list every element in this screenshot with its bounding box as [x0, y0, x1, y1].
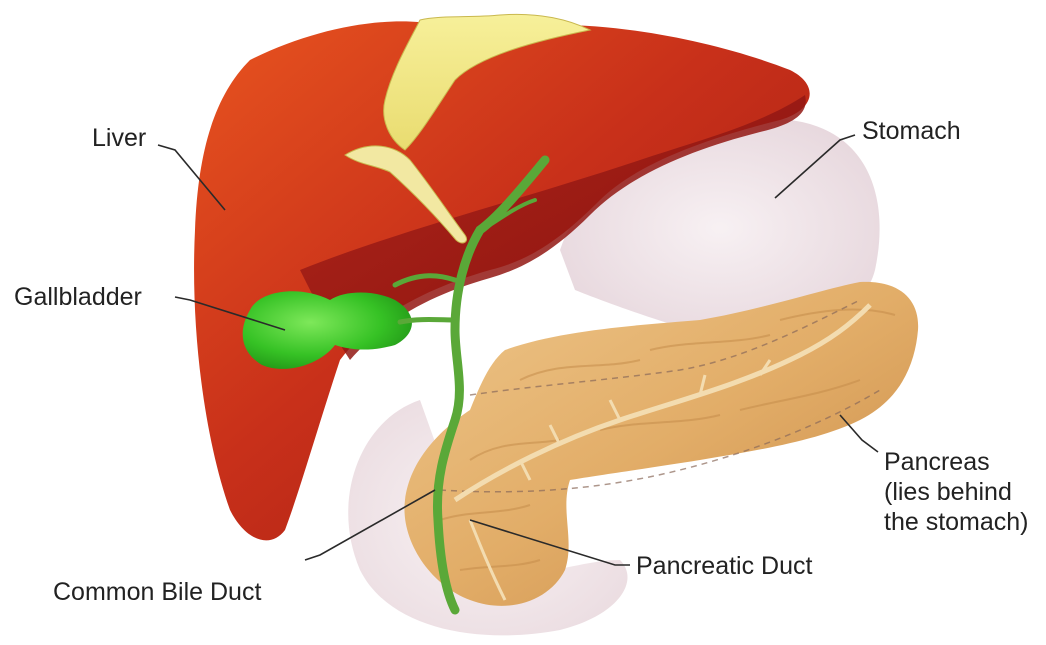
label-pancreas-note-1: (lies behind	[884, 478, 1012, 506]
label-common-bile-duct: Common Bile Duct	[53, 578, 261, 606]
label-pancreas: Pancreas	[884, 448, 990, 476]
label-gallbladder: Gallbladder	[14, 283, 142, 311]
pancreas-leader	[840, 415, 878, 452]
label-liver: Liver	[92, 124, 146, 152]
label-stomach: Stomach	[862, 117, 961, 145]
label-pancreatic-duct: Pancreatic Duct	[636, 552, 813, 580]
label-pancreas-note-2: the stomach)	[884, 508, 1029, 536]
